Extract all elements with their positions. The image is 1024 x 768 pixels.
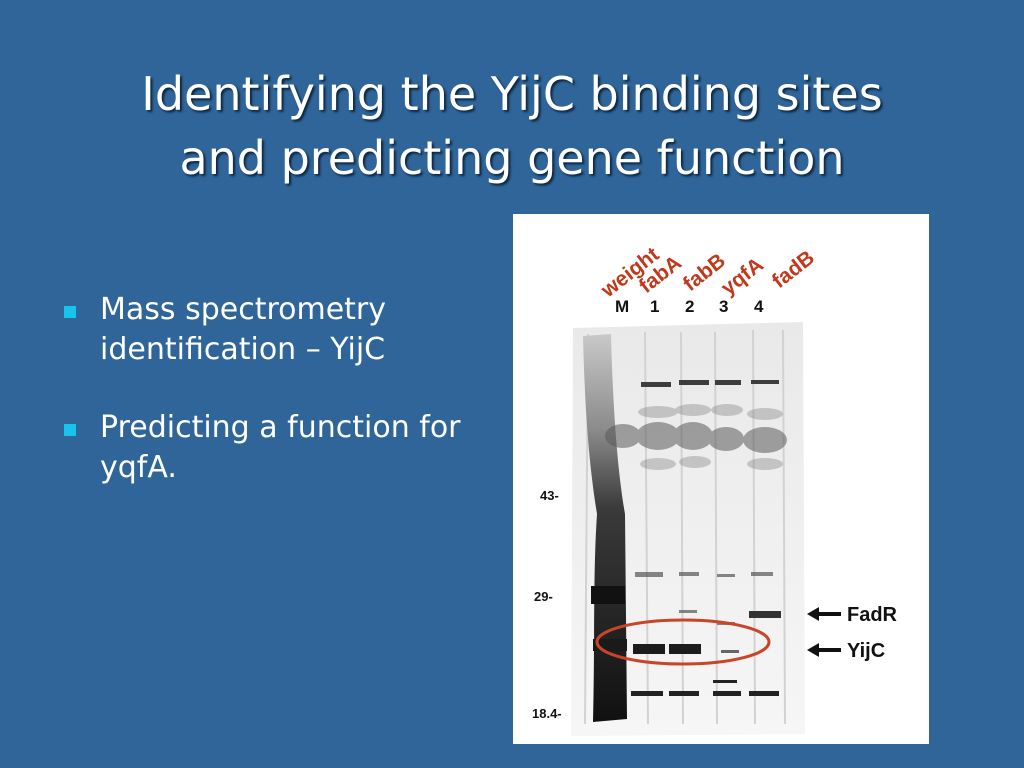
lane-label-3: 3 — [719, 297, 728, 316]
yijc-arrow: YijC — [807, 640, 885, 662]
lane-label-1: 1 — [650, 297, 659, 316]
square-bullet-icon — [64, 424, 76, 436]
bottom-bands — [631, 680, 779, 696]
marker-lane — [583, 334, 627, 722]
bullet-item: Predicting a function for yqfA. — [62, 408, 482, 488]
title-line-1: Identifying the YijC binding sites — [141, 67, 883, 121]
marker-label-29: 29- — [534, 589, 553, 604]
yijc-label: YijC — [847, 640, 885, 662]
marker-label-18-4: 18.4- — [532, 706, 562, 721]
arrow-left-icon — [807, 607, 819, 621]
lane-header-yqfa: yqfA — [717, 253, 768, 300]
yijc-highlight-ellipse — [595, 618, 771, 666]
bullet-text: Predicting a function for yqfA. — [100, 410, 461, 485]
arrow-left-icon — [807, 643, 819, 657]
marker-label-43: 43- — [540, 488, 559, 503]
yijc-bands — [633, 644, 739, 654]
fadr-label: FadR — [847, 604, 898, 626]
marker-band — [591, 586, 625, 604]
bullet-text: Mass spectrometry identification – YijC — [100, 292, 387, 367]
bullet-item: Mass spectrometry identification – YijC — [62, 290, 482, 370]
lane-label-m: M — [615, 297, 629, 316]
bullet-list: Mass spectrometry identification – YijC … — [62, 290, 482, 526]
slide-title: Identifying the YijC binding sites and p… — [0, 62, 1024, 190]
lane-label-4: 4 — [754, 297, 764, 316]
lane-header-fadb: fadB — [768, 246, 819, 293]
gel-image: 43- 29- 18.4- M 1 2 3 4 weight fabA fabB… — [532, 243, 898, 736]
lane-label-2: 2 — [685, 297, 694, 316]
gel-figure: 43- 29- 18.4- M 1 2 3 4 weight fabA fabB… — [513, 214, 929, 744]
fadr-band — [749, 611, 781, 618]
square-bullet-icon — [64, 306, 76, 318]
fadr-arrow: FadR — [807, 604, 898, 626]
title-line-2: and predicting gene function — [179, 131, 845, 185]
